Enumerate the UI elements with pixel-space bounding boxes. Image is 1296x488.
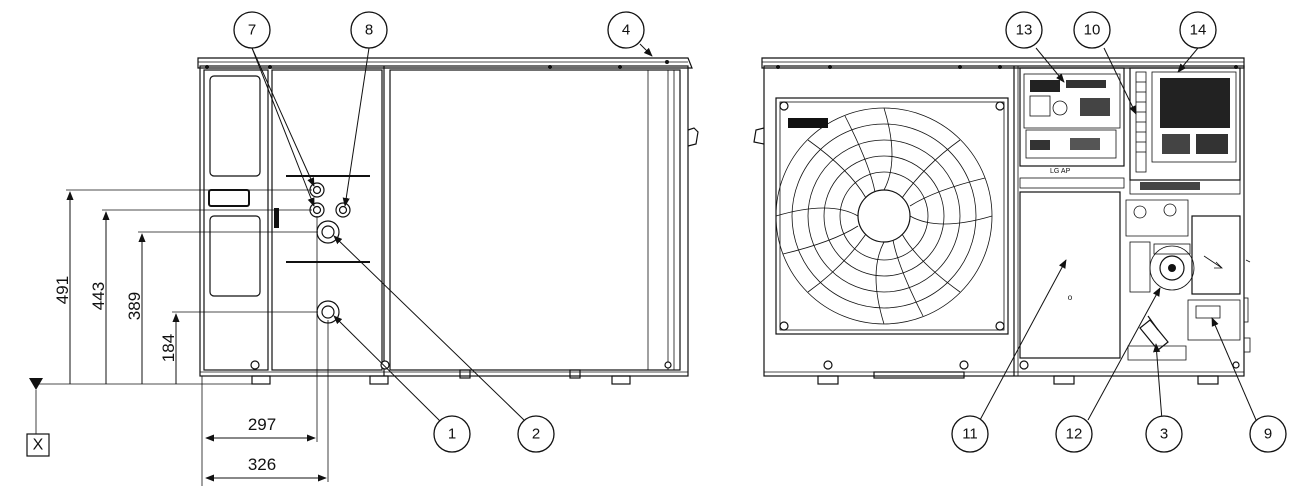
panel-label: LG AP bbox=[1050, 168, 1071, 175]
rear-view: LG AP o bbox=[753, 57, 1251, 385]
dim-389: 389 bbox=[125, 292, 144, 320]
callout-14-label: 14 bbox=[1190, 22, 1207, 39]
dim-326: 326 bbox=[248, 455, 276, 474]
callout-12-label: 12 bbox=[1066, 426, 1083, 443]
callout-11: 11 bbox=[951, 415, 989, 453]
callout-3: 3 bbox=[1145, 415, 1183, 453]
fan-grille bbox=[775, 107, 993, 325]
callout-13: 13 bbox=[1005, 11, 1043, 49]
front-view bbox=[197, 57, 699, 385]
terminal-board bbox=[1135, 71, 1237, 173]
callout-12: 12 bbox=[1055, 415, 1093, 453]
dim-491: 491 bbox=[53, 276, 72, 304]
callout-13-label: 13 bbox=[1016, 22, 1033, 39]
callout-2: 2 bbox=[517, 415, 555, 453]
callout-3-label: 3 bbox=[1160, 426, 1168, 443]
callout-1-label: 1 bbox=[448, 426, 456, 443]
callout-8: 8 bbox=[350, 11, 388, 49]
callout-8-label: 8 bbox=[365, 22, 373, 39]
svg-text:o: o bbox=[1068, 293, 1073, 302]
callout-4-label: 4 bbox=[622, 22, 630, 39]
callout-2-label: 2 bbox=[532, 426, 540, 443]
callouts: 7 8 4 1 2 13 10 14 bbox=[233, 11, 1287, 453]
pump-assembly bbox=[1125, 199, 1241, 361]
callout-9: 9 bbox=[1249, 415, 1287, 453]
reference-box bbox=[26, 433, 50, 457]
callout-10: 10 bbox=[1073, 11, 1111, 49]
callout-7: 7 bbox=[233, 11, 271, 49]
dim-443: 443 bbox=[89, 282, 108, 310]
dimension-lines: X 491 443 389 184 297 326 bbox=[26, 189, 329, 486]
callout-4: 4 bbox=[607, 11, 645, 49]
control-board bbox=[1023, 73, 1121, 159]
callout-11-label: 11 bbox=[962, 426, 978, 443]
callout-7-label: 7 bbox=[248, 22, 256, 39]
dim-184: 184 bbox=[159, 334, 178, 362]
callout-9-label: 9 bbox=[1264, 426, 1272, 443]
dim-297: 297 bbox=[248, 415, 276, 434]
callout-14: 14 bbox=[1179, 11, 1217, 49]
reference-label: X bbox=[33, 437, 44, 454]
callout-1: 1 bbox=[433, 415, 471, 453]
callout-10-label: 10 bbox=[1084, 22, 1101, 39]
